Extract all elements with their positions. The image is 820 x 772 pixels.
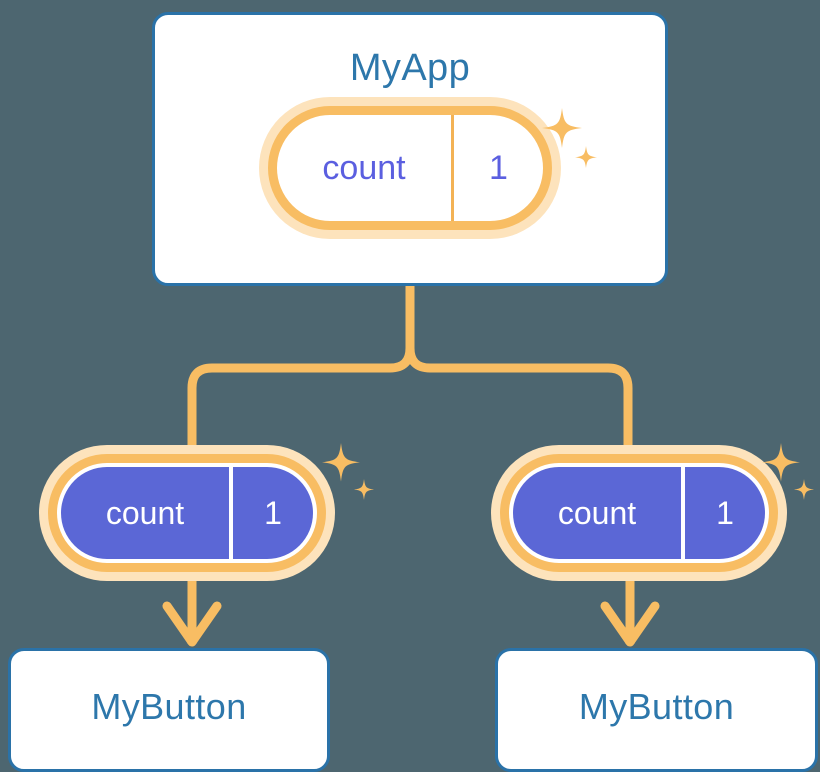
state-value-label: 1 <box>451 115 543 221</box>
connector-branch-left <box>187 347 415 452</box>
state-value-label: 1 <box>229 467 313 559</box>
component-label: MyButton <box>91 686 247 727</box>
state-key-label: count <box>105 494 185 531</box>
state-pill-child-left[interactable]: count 1 <box>48 454 326 572</box>
page-title: MyApp <box>349 47 471 89</box>
state-pill-child-right[interactable]: count 1 <box>500 454 778 572</box>
state-pill-myapp[interactable]: count 1 <box>268 106 552 230</box>
state-key-label: count <box>557 494 637 531</box>
arrow-down-left <box>162 601 222 647</box>
component-label: MyButton <box>578 686 735 727</box>
component-card-mybutton-right[interactable]: MyButton <box>495 648 818 772</box>
state-value-label: 1 <box>681 467 765 559</box>
arrow-down-right <box>600 601 660 647</box>
component-card-mybutton-left[interactable]: MyButton <box>8 648 330 772</box>
connector-branch-right <box>405 347 633 452</box>
state-key-label: count <box>322 148 406 187</box>
